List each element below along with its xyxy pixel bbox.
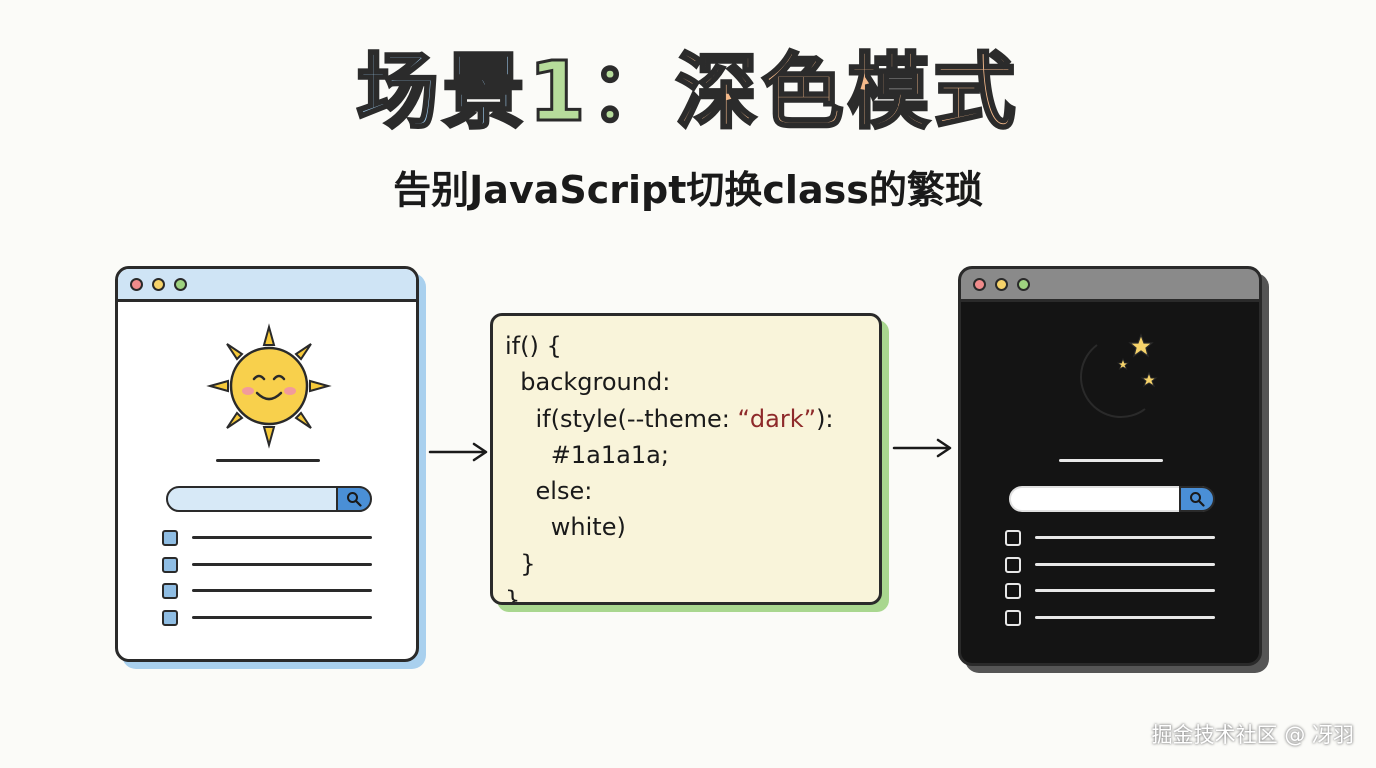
page-title: 场景1：深色模式 — [0, 50, 1376, 135]
search-input[interactable] — [166, 485, 372, 512]
search-button[interactable] — [335, 485, 372, 512]
list-item-line — [192, 589, 372, 592]
list-item[interactable] — [1005, 610, 1225, 626]
list-item[interactable] — [162, 530, 382, 546]
code-line-tail: ): — [816, 404, 834, 433]
list-item[interactable] — [162, 610, 382, 626]
list-item-line — [192, 616, 372, 619]
code-block: if() { background: if(style(--theme: “da… — [490, 313, 882, 605]
list-item[interactable] — [162, 583, 382, 599]
checkbox-icon[interactable] — [162, 610, 178, 626]
close-dot-icon — [973, 278, 986, 291]
maximize-dot-icon — [174, 278, 187, 291]
list-item[interactable] — [1005, 583, 1225, 599]
browser-titlebar — [961, 269, 1259, 302]
close-dot-icon — [130, 278, 143, 291]
code-line: } — [505, 586, 521, 605]
checkbox-icon[interactable] — [162, 530, 178, 546]
sun-icon — [206, 323, 332, 449]
code-line: background: — [505, 368, 671, 397]
checkbox-icon[interactable] — [162, 557, 178, 573]
list-item-line — [1035, 563, 1215, 566]
checkbox-icon[interactable] — [1005, 583, 1021, 599]
search-icon — [1189, 491, 1205, 507]
minimize-dot-icon — [995, 278, 1008, 291]
light-mode-browser-window — [115, 266, 419, 662]
arrow-right-icon — [892, 438, 952, 458]
checkbox-icon[interactable] — [162, 583, 178, 599]
list-item[interactable] — [1005, 557, 1225, 573]
title-part-dark-mode: 深色模式 — [674, 45, 1020, 140]
moon-stars-icon — [1080, 333, 1158, 418]
checkbox-icon[interactable] — [1005, 530, 1021, 546]
list-item-line — [1035, 536, 1215, 539]
title-part-scene: 场景 — [355, 45, 529, 140]
search-icon — [346, 491, 362, 507]
search-button[interactable] — [1178, 485, 1215, 512]
code-line: if() { — [505, 332, 562, 360]
page-subtitle: 告别JavaScript切换class的繁琐 — [393, 168, 983, 212]
title-part-number: 1： — [527, 45, 676, 140]
list-item[interactable] — [162, 557, 382, 573]
heading-placeholder-line — [216, 459, 320, 462]
browser-titlebar — [118, 269, 416, 302]
list-item-line — [1035, 589, 1215, 592]
list-item[interactable] — [1005, 530, 1225, 546]
code-line: #1a1a1a; — [505, 440, 669, 469]
code-string-dark: “dark” — [737, 404, 817, 433]
search-input[interactable] — [1009, 485, 1215, 512]
heading-placeholder-line — [1059, 459, 1163, 462]
code-line: if(style(--theme: — [505, 404, 738, 433]
code-line: else: — [505, 477, 593, 506]
watermark-credit: 掘金技术社区 @ 冴羽 — [1151, 723, 1354, 747]
list-item-line — [1035, 616, 1215, 619]
dark-mode-browser-window — [958, 266, 1262, 666]
code-line: white) — [505, 513, 626, 542]
arrow-right-icon — [428, 442, 488, 462]
maximize-dot-icon — [1017, 278, 1030, 291]
list-item-line — [192, 536, 372, 539]
code-line: } — [505, 549, 536, 578]
checkbox-icon[interactable] — [1005, 610, 1021, 626]
minimize-dot-icon — [152, 278, 165, 291]
checkbox-icon[interactable] — [1005, 557, 1021, 573]
list-item-line — [192, 563, 372, 566]
